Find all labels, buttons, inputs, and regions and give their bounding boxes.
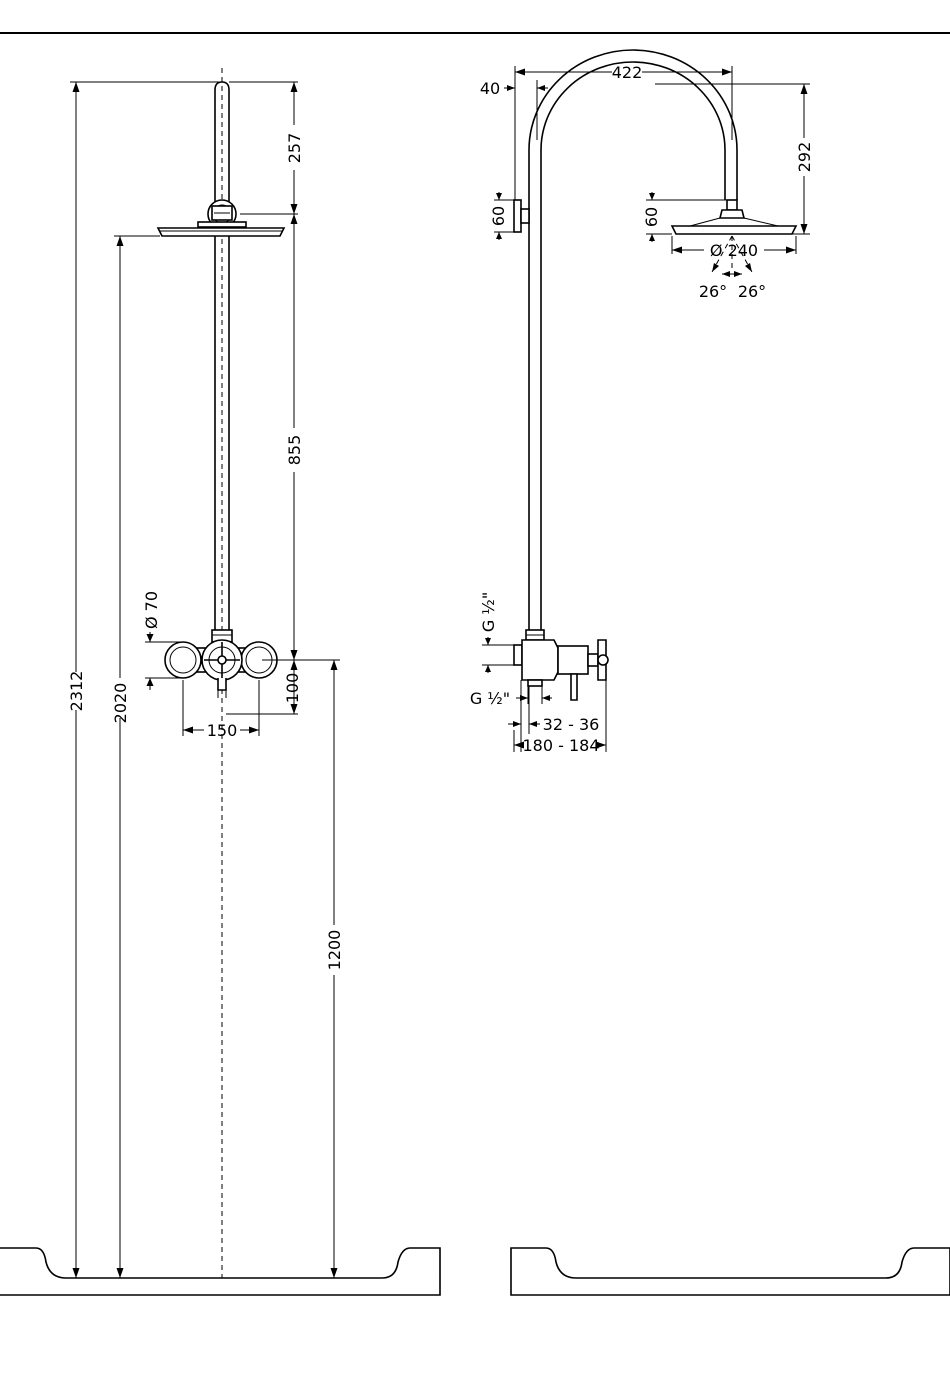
front-floor <box>0 1248 440 1295</box>
side-view: 26° 26° 422 <box>470 50 950 1295</box>
front-top-connector <box>198 200 246 228</box>
front-shower-head <box>158 228 284 236</box>
side-riser-outer <box>529 50 737 638</box>
dim-40 <box>504 80 548 140</box>
dim-180-184-label: 180 - 184 <box>522 736 599 755</box>
dim-angle-left-label: 26° <box>699 282 727 301</box>
dim-diameter-70-label: Ø 70 <box>142 591 161 629</box>
dim-422 <box>515 66 732 200</box>
dim-855-label: 855 <box>285 435 304 466</box>
dim-inlet-top <box>482 637 514 673</box>
dim-257-855 <box>229 82 340 660</box>
side-wall-bracket <box>514 200 529 232</box>
dim-60-bracket-label: 60 <box>489 206 508 226</box>
dim-257-label: 257 <box>285 133 304 164</box>
dim-150-label: 150 <box>207 721 238 740</box>
dim-40-label: 40 <box>480 79 500 98</box>
dim-2020-label: 2020 <box>111 683 130 724</box>
dim-1200-label: 1200 <box>325 930 344 971</box>
side-shower-head <box>672 200 796 234</box>
side-riser-inner <box>541 62 725 638</box>
dim-2312-label: 2312 <box>67 671 86 712</box>
front-view: 2312 2020 257 855 <box>0 68 440 1295</box>
dim-inlet-side-label: G ½" <box>470 689 510 708</box>
dim-diameter-240-label: Ø 240 <box>710 241 758 260</box>
dim-2312 <box>70 82 222 1278</box>
side-floor <box>511 1248 950 1295</box>
dim-32-36-label: 32 - 36 <box>543 715 600 734</box>
dim-422-label: 422 <box>612 63 643 82</box>
dim-60-head-label: 60 <box>642 207 661 227</box>
dim-2020 <box>114 236 160 1278</box>
dim-292-label: 292 <box>795 142 814 173</box>
dim-inlet-top-label: G ½" <box>479 592 498 632</box>
front-mixer <box>165 630 277 698</box>
dim-angle-right-label: 26° <box>738 282 766 301</box>
dim-100-label: 100 <box>283 673 302 704</box>
